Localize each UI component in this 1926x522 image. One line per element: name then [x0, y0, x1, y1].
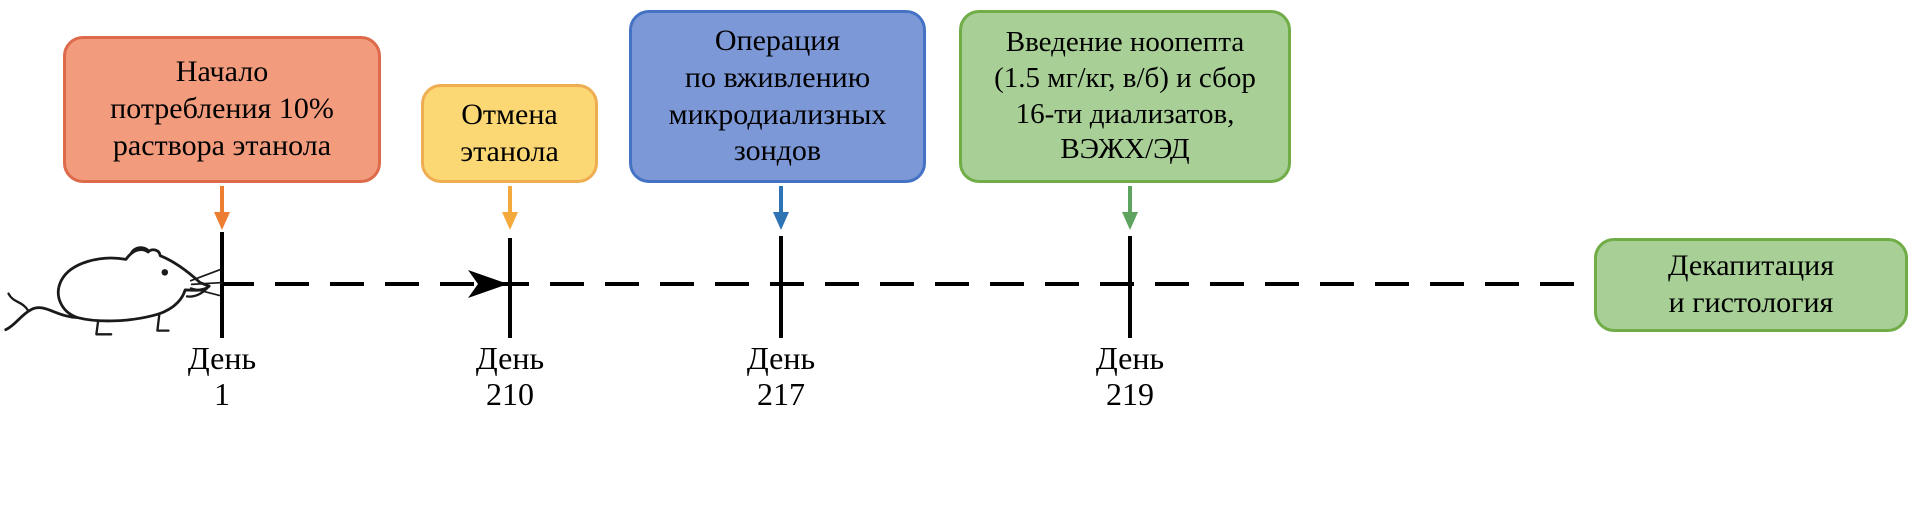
ethanol-withdrawal-arrow-icon	[502, 186, 518, 230]
day-word: День	[475, 340, 545, 376]
noopept-dialysis-line: Введение ноопепта	[1005, 26, 1245, 59]
day-number: 1	[214, 375, 230, 412]
noopept-arrow-icon	[1122, 186, 1138, 230]
rat-icon	[4, 246, 223, 336]
implant-surgery-line: по вживлению	[684, 60, 871, 94]
decapitation-box: Декапитация и гистология	[1594, 238, 1908, 332]
ethanol-withdrawal-line: этанола	[460, 134, 559, 168]
day-word: День	[1095, 340, 1165, 376]
day-word: День	[187, 340, 257, 376]
ethanol-start-line: потребления 10%	[110, 92, 334, 126]
timeline-arrowhead-icon	[468, 270, 508, 298]
noopept-dialysis-line: (1.5 мг/кг, в/б) и сбор	[994, 61, 1256, 94]
ethanol-start-arrow-icon	[214, 186, 230, 230]
noopept-dialysis-line: ВЭЖХ/ЭД	[1060, 133, 1190, 166]
day-label-219: День 219	[1055, 340, 1205, 413]
ethanol-start-line: раствора этанола	[112, 128, 332, 162]
ethanol-start-line: Начало	[175, 55, 269, 89]
day-label-210: День 210	[435, 340, 585, 413]
day-label-1: День 1	[147, 340, 297, 413]
implant-surgery-line: Операция	[714, 23, 841, 57]
ethanol-withdrawal-line: Отмена	[461, 97, 558, 131]
ethanol-start-box: Начало потребления 10% раствора этанола	[63, 36, 381, 183]
ethanol-withdrawal-box: Отмена этанола	[421, 84, 598, 183]
noopept-dialysis-line: 16-ти диализатов,	[1015, 97, 1235, 130]
implant-surgery-line: зондов	[733, 134, 822, 168]
day-number: 219	[1106, 375, 1154, 412]
day-number: 217	[757, 375, 805, 412]
decapitation-line: и гистология	[1668, 286, 1834, 319]
implant-surgery-box: Операция по вживлению микродиализных зон…	[629, 10, 926, 183]
noopept-dialysis-box: Введение ноопепта (1.5 мг/кг, в/б) и сбо…	[959, 10, 1291, 183]
decapitation-line: Декапитация	[1668, 249, 1834, 283]
day-word: День	[746, 340, 816, 376]
day-number: 210	[486, 375, 534, 412]
day-label-217: День 217	[706, 340, 856, 413]
implant-surgery-arrow-icon	[773, 186, 789, 230]
implant-surgery-line: микродиализных	[668, 97, 887, 131]
